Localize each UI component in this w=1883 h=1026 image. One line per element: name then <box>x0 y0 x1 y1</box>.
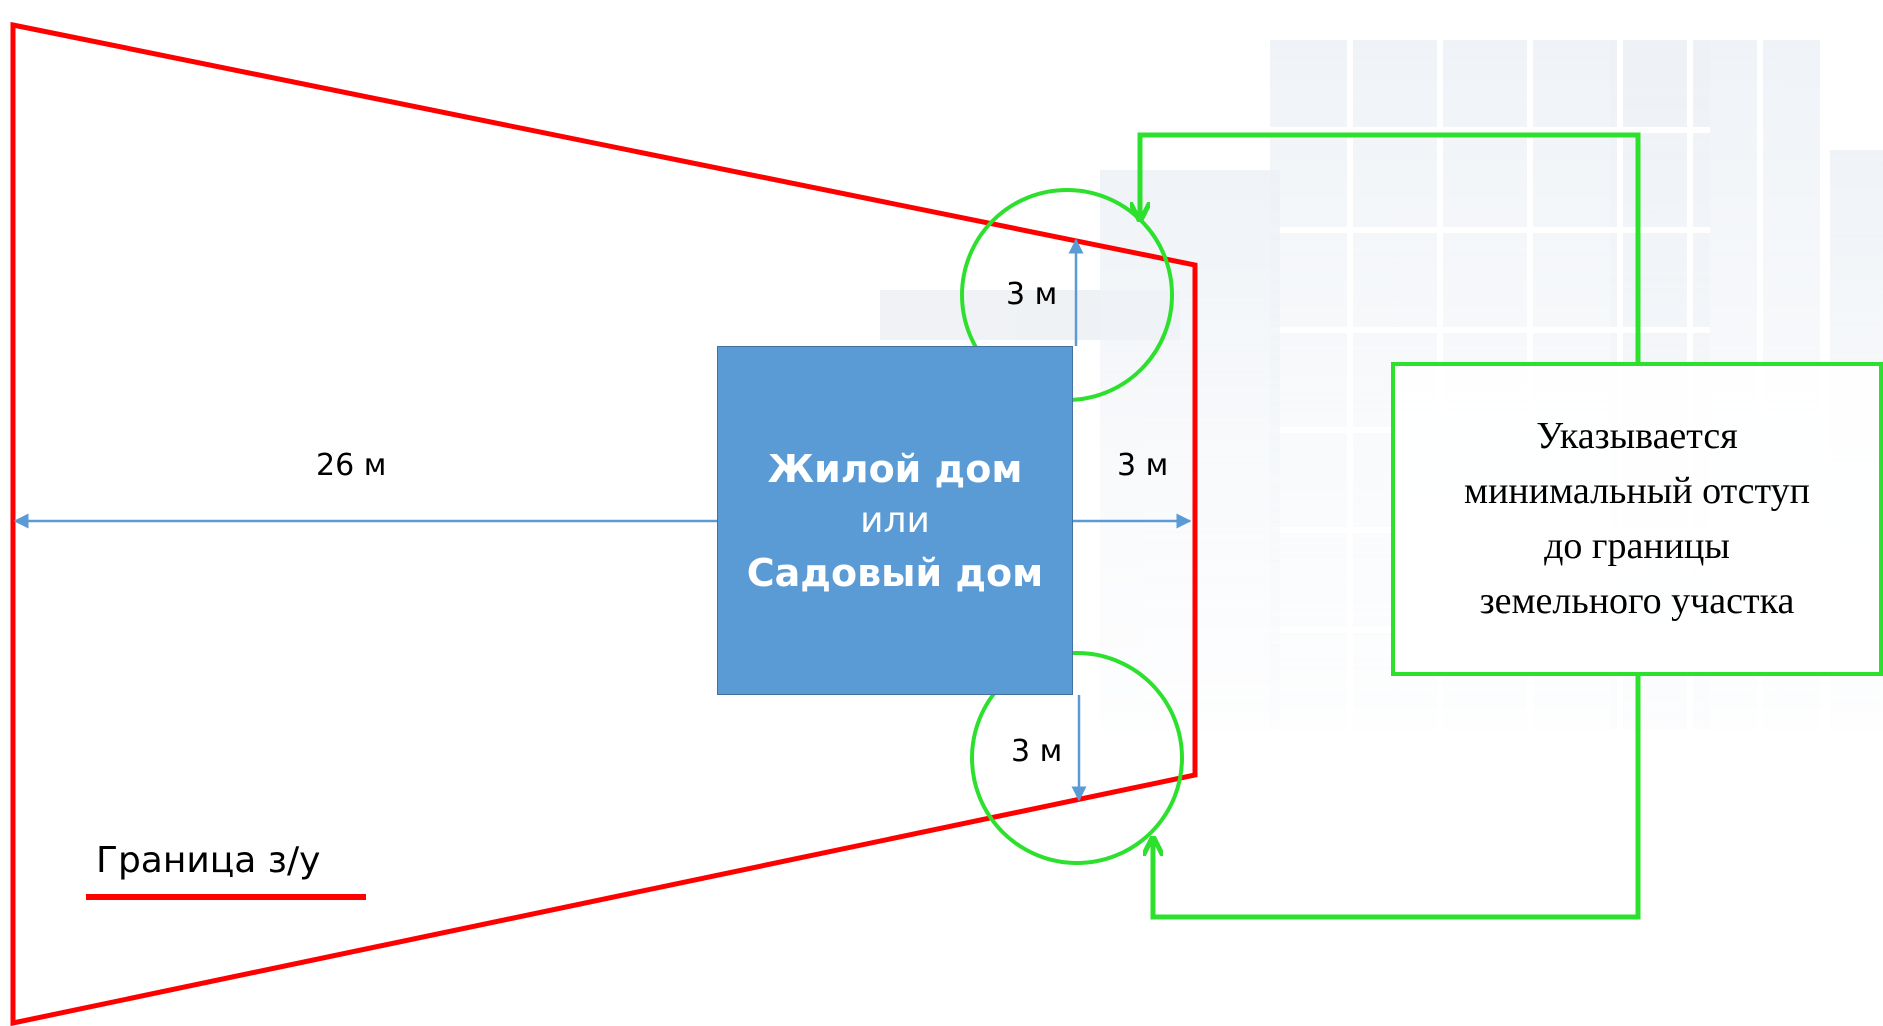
land-plot-boundary <box>10 21 1198 1026</box>
house-label-garden: Садовый дом <box>746 550 1044 595</box>
note-line-4: земельного участка <box>1479 580 1795 622</box>
dimension-left-label: 26 м <box>316 448 387 483</box>
dimension-right-label: 3 м <box>1117 448 1169 483</box>
legend-boundary-label: Граница з/у <box>96 840 321 881</box>
house-building-box: Жилой дом или Садовый дом <box>717 346 1073 695</box>
dimension-bottom-label: 3 м <box>1011 734 1063 769</box>
highlight-circle-bottom <box>970 651 1184 865</box>
house-label-residential: Жилой дом <box>767 446 1023 491</box>
callout-connector-top <box>1140 132 1641 362</box>
note-line-2: минимальный отступ <box>1464 470 1810 512</box>
house-label-or: или <box>860 499 930 541</box>
callout-connector-bottom <box>1153 676 1641 920</box>
note-line-1: Указывается <box>1536 415 1738 457</box>
dimension-top-label: 3 м <box>1006 277 1058 312</box>
note-line-3: до границы <box>1544 525 1730 567</box>
setback-note-box: Указывается минимальный отступ до границ… <box>1391 362 1883 676</box>
